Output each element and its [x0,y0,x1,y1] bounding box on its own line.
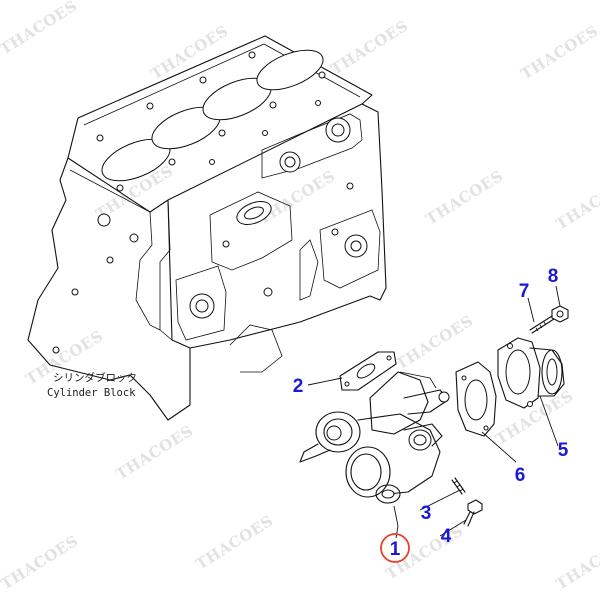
watermark: THACOES [255,167,339,229]
part-2-gasket [339,351,397,391]
watermark: THACOES [0,532,82,594]
callout-5[interactable]: 5 [558,440,569,461]
caption-en: Cylinder Block [47,387,136,399]
watermark: THACOES [393,312,477,374]
part-6-gasket [455,361,497,437]
callout-3[interactable]: 3 [421,503,432,524]
block-side-face [27,157,191,421]
part-4-bolt [463,499,483,527]
part-3-stud [451,477,466,495]
part-1-turbocharger [299,371,450,504]
watermark: THACOES [518,22,600,84]
part-7-stud [529,315,555,334]
callouts: 1 2 3 4 5 6 7 8 [293,266,569,563]
watermark: THACOES [0,0,81,58]
watermark: THACOES [553,532,600,594]
watermark: THACOES [148,22,232,84]
highlight-circle [380,533,410,563]
cylinder-block [27,35,387,421]
watermark: THACOES [553,172,600,234]
leader-lines [307,285,561,539]
block-top-deck [67,35,373,213]
part-8-nut [551,305,569,323]
part-5-elbow [497,337,565,409]
watermark: THACOES [193,512,277,574]
watermark: THACOES [113,422,197,484]
caption-jp: シリンダブロック [53,371,137,384]
block-front-face [167,103,387,349]
callout-6[interactable]: 6 [515,465,526,486]
watermark: THACOES [328,17,412,79]
cylinder-bore [256,49,324,91]
callout-7[interactable]: 7 [519,281,530,302]
callout-2[interactable]: 2 [293,376,304,397]
watermark: THACOES [423,167,507,229]
callout-4[interactable]: 4 [441,526,452,547]
callout-1[interactable]: 1 [390,539,401,560]
callout-8[interactable]: 8 [548,266,559,287]
